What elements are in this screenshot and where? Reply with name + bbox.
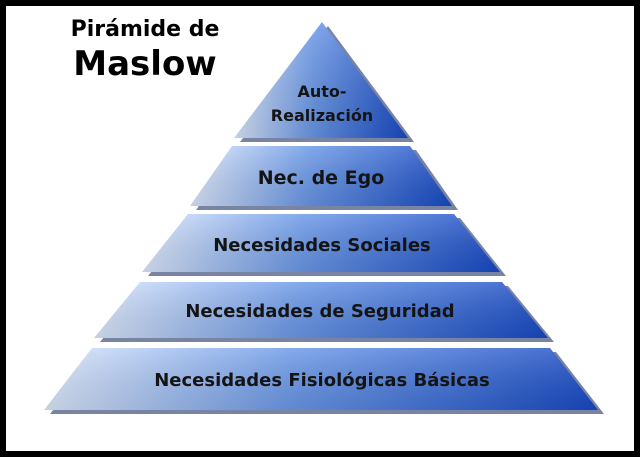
title-line-1: Pirámide de [70,17,220,42]
tier-label-physiological: Necesidades Fisiológicas Básicas [154,370,490,391]
pyramid-tier-security: Necesidades de Seguridad [94,282,554,342]
pyramid-tier-auto-realizacion: Auto- Realización [234,22,414,142]
tier-label-auto-line2: Realización [271,106,373,125]
tier-label-social: Necesidades Sociales [213,235,431,256]
tier-label-auto-line1: Auto- [297,82,346,101]
pyramid-tier-physiological: Necesidades Fisiológicas Básicas [44,348,604,414]
pyramid-tier-ego: Nec. de Ego [190,146,458,210]
title-block: Pirámide de Maslow [40,16,250,84]
tier-label-ego: Nec. de Ego [258,167,385,189]
pyramid-tier-social: Necesidades Sociales [142,214,506,276]
tier-label-security: Necesidades de Seguridad [185,301,454,322]
title-line-2: Maslow [73,44,217,84]
